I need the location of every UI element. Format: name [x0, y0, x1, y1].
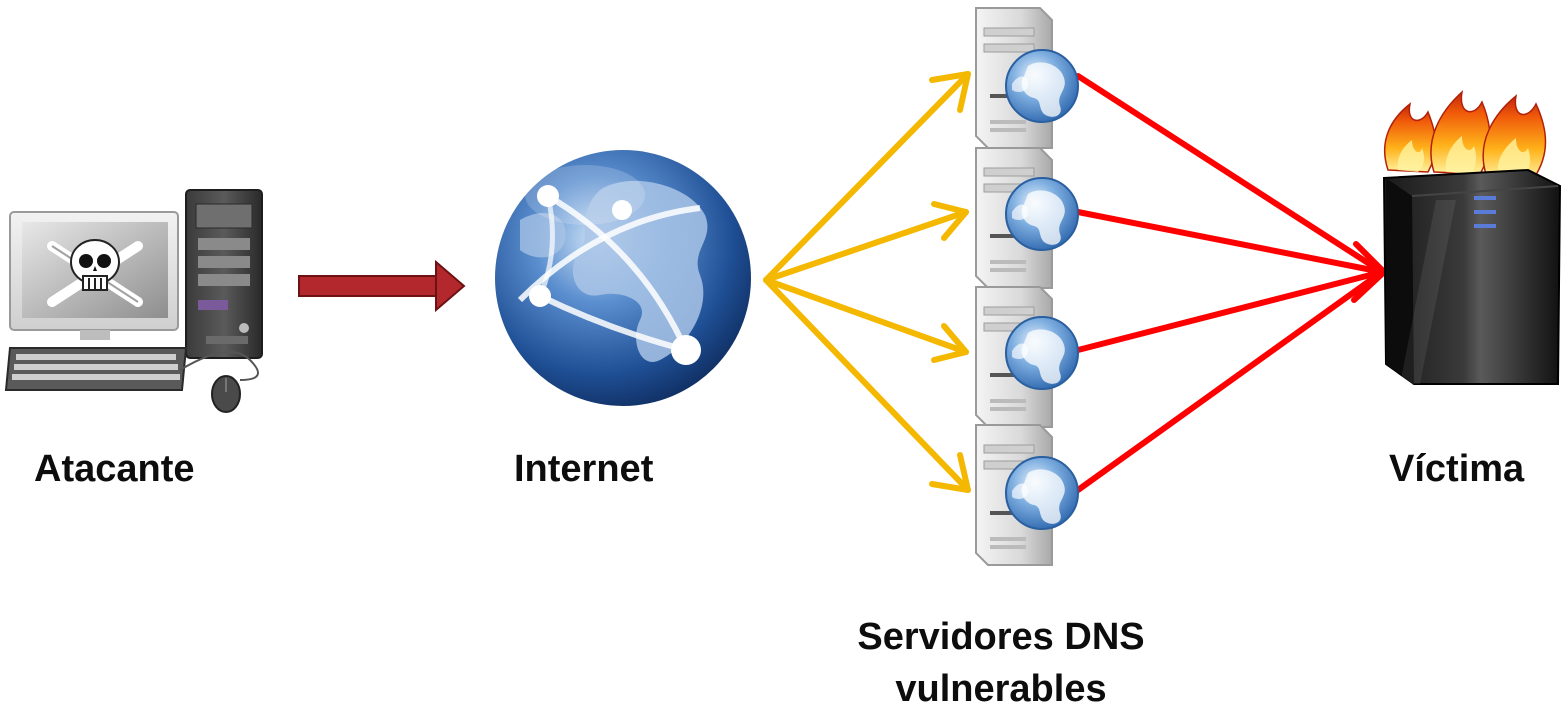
dns-server-icon-4 — [975, 424, 1079, 566]
response-arrow-1 — [1075, 73, 1385, 275]
dns-servers-label-line1: Servidores DNS — [857, 616, 1145, 658]
query-arrow-2 — [763, 201, 969, 283]
query-arrows — [763, 71, 971, 493]
query-arrow-1 — [763, 71, 971, 283]
dns-servers-label-line2: vulnerables — [895, 668, 1107, 710]
attacker-to-internet-arrow — [298, 259, 466, 313]
response-arrow-2 — [1075, 209, 1385, 275]
attacker-computer-icon — [4, 189, 263, 413]
internet-label: Internet — [514, 448, 654, 490]
dns-servers — [975, 7, 1079, 566]
query-arrow-3 — [763, 277, 969, 363]
burning-server-icon — [1382, 89, 1562, 385]
response-arrow-3 — [1075, 269, 1385, 353]
response-arrowhead — [1351, 241, 1387, 303]
query-arrow-4 — [763, 277, 971, 493]
globe-network-icon — [495, 150, 751, 406]
dns-server-icon-2 — [975, 147, 1079, 289]
dns-server-icon-1 — [975, 7, 1079, 149]
attacker-label: Atacante — [34, 448, 195, 490]
skull-crossbones-icon — [47, 239, 143, 307]
response-arrows — [1075, 73, 1387, 493]
dns-server-icon-3 — [975, 286, 1079, 428]
response-arrow-4 — [1075, 269, 1385, 493]
fire-icon — [1383, 89, 1547, 179]
victim-label: Víctima — [1389, 448, 1525, 490]
